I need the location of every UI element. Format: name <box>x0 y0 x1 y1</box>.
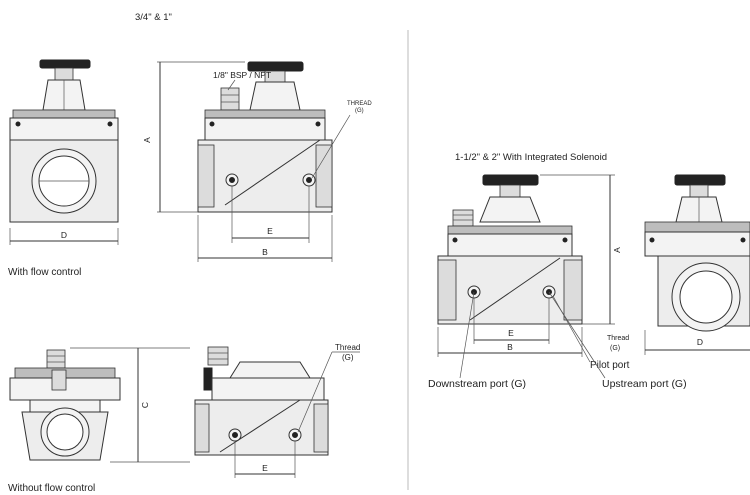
dim-b-right: B <box>507 342 513 352</box>
label-thread-right-sub: (G) <box>610 345 620 352</box>
label-bsp-npt: 1/8" BSP / NPT <box>213 70 271 80</box>
valve-body-large <box>437 255 583 325</box>
dim-a-right: A <box>612 247 622 253</box>
side-view-large: A E B Thread (G) Pilot port Downstream p… <box>428 174 687 390</box>
flange-top <box>12 109 116 119</box>
dim-b: B <box>262 247 268 257</box>
caption-with-flow-control: With flow control <box>8 267 81 278</box>
label-thread-lower-sub: (G) <box>342 353 354 362</box>
label-upstream-port: Upstream port (G) <box>602 378 687 390</box>
end-view-without-flow-control: C <box>9 347 190 463</box>
label-downstream-port: Downstream port (G) <box>428 378 526 390</box>
label-thread-lower: Thread <box>335 343 360 352</box>
label-thread-upper-sub: (G) <box>355 108 364 114</box>
handle-knob <box>39 59 91 69</box>
bsp-fitting <box>220 87 240 111</box>
label-thread-right: Thread <box>607 335 629 342</box>
side-view-with-flow-control: A E B 1/8" BSP / NPT THREAD (G) <box>142 61 372 262</box>
solenoid-cap <box>46 349 66 369</box>
title-small-valves: 3/4" & 1" <box>135 12 172 23</box>
end-view-large: D <box>644 174 750 355</box>
dim-d-right: D <box>697 337 703 347</box>
caption-without-flow-control: Without flow control <box>8 483 95 494</box>
dim-e: E <box>267 226 273 236</box>
side-view-without-flow-control: E Thread (G) <box>194 343 360 478</box>
end-view-with-flow-control: D <box>9 59 119 245</box>
dim-e-lower: E <box>262 463 268 473</box>
label-pilot-port: Pilot port <box>590 360 630 371</box>
dim-c: C <box>140 402 150 408</box>
solenoid <box>452 209 474 227</box>
title-large-valves: 1-1/2" & 2" With Integrated Solenoid <box>455 152 607 163</box>
dim-d: D <box>61 230 67 240</box>
dim-a: A <box>142 137 152 143</box>
cover <box>9 117 119 141</box>
label-thread-upper: THREAD <box>347 101 372 107</box>
dim-e-right: E <box>508 328 514 338</box>
handle-stem <box>54 67 74 81</box>
valve-body-side-lower <box>194 399 329 456</box>
